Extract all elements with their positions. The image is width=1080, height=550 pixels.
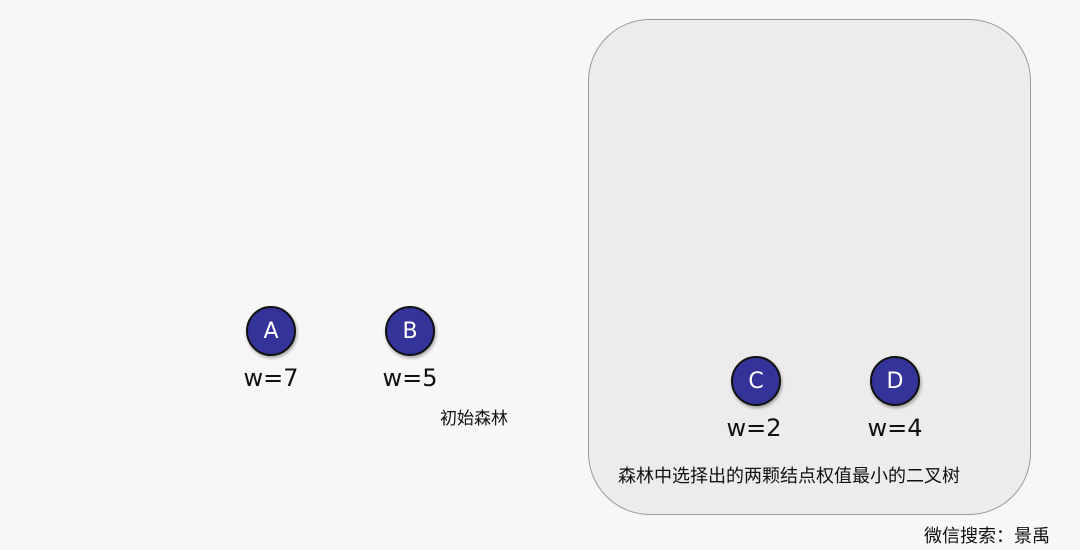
weight-d: w=4	[867, 414, 923, 442]
initial-forest-label: 初始森林	[440, 409, 508, 429]
weight-b: w=5	[382, 364, 438, 392]
weight-a: w=7	[243, 364, 299, 392]
watermark: 微信搜索：景禹	[924, 526, 1050, 547]
weight-c: w=2	[726, 414, 782, 442]
node-b: B	[385, 306, 435, 356]
node-c: C	[731, 356, 781, 406]
node-d: D	[870, 356, 920, 406]
node-a: A	[246, 306, 296, 356]
selected-trees-label: 森林中选择出的两颗结点权值最小的二叉树	[618, 466, 960, 487]
selected-trees-group	[588, 19, 1031, 515]
